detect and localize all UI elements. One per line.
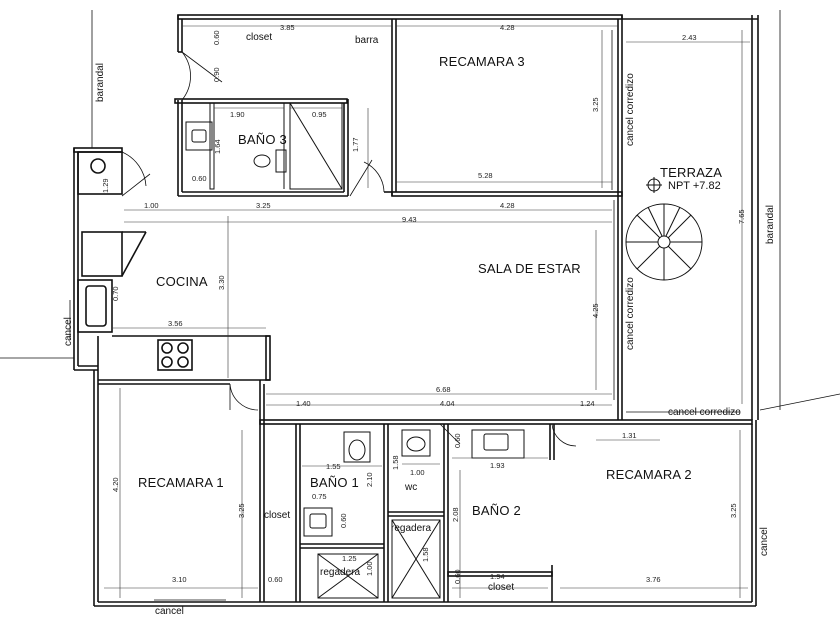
- dim-label: 0.60: [339, 513, 348, 528]
- dim-label: 0.70: [111, 286, 120, 301]
- cancel-label-bottom: cancel: [155, 606, 184, 617]
- dim-label: 1.00: [365, 561, 374, 576]
- doors: [121, 51, 577, 447]
- regadera-label-bano1: regadera: [320, 567, 361, 578]
- dim-label: 2.08: [451, 507, 460, 522]
- dim-label: 1.00: [144, 201, 159, 210]
- cancel-corredizo-label-1: cancel corredizo: [625, 73, 636, 146]
- dim-label: 0.60: [268, 575, 283, 584]
- dim-label: 4.04: [440, 399, 455, 408]
- dim-label: 0.90: [212, 67, 221, 82]
- barandal-label-left: barandal: [95, 63, 106, 102]
- cancel-label-left: cancel: [63, 317, 74, 346]
- dim-label: 1.25: [342, 554, 357, 563]
- level-label: NPT +7.82: [668, 180, 721, 192]
- regadera-label-bano2: regadera: [391, 523, 432, 534]
- room-label-bano2: BAÑO 2: [472, 503, 521, 518]
- dim-label: 9.43: [402, 215, 417, 224]
- dim-label: 7.65: [737, 209, 746, 224]
- bano1-fixtures: [303, 431, 379, 599]
- dim-label: 2.10: [365, 472, 374, 487]
- dim-label: 4.25: [591, 303, 600, 318]
- dim-label: 1.90: [230, 110, 245, 119]
- dim-label: 3.85: [280, 23, 295, 32]
- barandal-label-right: barandal: [765, 205, 776, 244]
- cancel-corredizo-label-2: cancel corredizo: [625, 277, 636, 350]
- dim-label: 1.40: [296, 399, 311, 408]
- dim-label: 3.30: [217, 275, 226, 290]
- room-label-cocina: COCINA: [156, 274, 208, 289]
- dim-label: 1.55: [326, 462, 341, 471]
- dim-label: 1.58: [391, 455, 400, 470]
- wc-label: wc: [405, 482, 418, 493]
- dim-label: 1.24: [580, 399, 595, 408]
- cancel-corredizo-label-3: cancel corredizo: [668, 407, 741, 418]
- dim-label: 5.28: [478, 171, 493, 180]
- dim-label: 1.77: [351, 137, 360, 152]
- sliding-doors: [69, 30, 740, 601]
- closet-label-recamara1: closet: [264, 510, 291, 521]
- dim-label: 1.31: [622, 431, 637, 440]
- dim-label: 1.93: [490, 461, 505, 470]
- closet-label-bano2: closet: [488, 582, 515, 593]
- dim-label: 0.75: [312, 492, 327, 501]
- bano3-fixtures: [185, 102, 343, 190]
- closet-label-top: closet: [246, 32, 273, 43]
- room-label-recamara1: RECAMARA 1: [138, 475, 224, 490]
- barra-label: barra: [355, 35, 379, 46]
- dim-label: 6.68: [436, 385, 451, 394]
- bano2-fixtures: [391, 429, 525, 599]
- dim-label: 2.43: [682, 33, 697, 42]
- dim-label: 1.29: [101, 178, 110, 193]
- dim-label: 3.25: [729, 503, 738, 518]
- dim-label: 1.00: [410, 468, 425, 477]
- dim-label: 0.60: [212, 30, 221, 45]
- level-marker: [646, 177, 662, 193]
- dim-label: 1.58: [421, 547, 430, 562]
- exterior-walls: [73, 14, 759, 607]
- dim-label: 0.95: [312, 110, 327, 119]
- dim-label: 3.25: [256, 201, 271, 210]
- site-line-2: [759, 393, 840, 411]
- dim-label: 3.76: [646, 575, 661, 584]
- dim-label: 3.25: [591, 97, 600, 112]
- dim-label: 1.64: [213, 139, 222, 154]
- dim-label: 0.60: [192, 174, 207, 183]
- room-label-bano3: BAÑO 3: [238, 132, 287, 147]
- room-label-sala: SALA DE ESTAR: [478, 261, 581, 276]
- dim-label: 3.56: [168, 319, 183, 328]
- dim-label: 4.28: [500, 201, 515, 210]
- dim-label: 1.94: [490, 572, 505, 581]
- dimension-lines: [104, 25, 750, 598]
- dim-label: 4.20: [111, 477, 120, 492]
- dim-label: 4.28: [500, 23, 515, 32]
- room-label-terraza: TERRAZA: [660, 165, 723, 180]
- cancel-label-right: cancel: [759, 527, 770, 556]
- room-label-recamara2: RECAMARA 2: [606, 467, 692, 482]
- spiral-staircase: [625, 203, 703, 281]
- dim-label: 0.60: [453, 569, 462, 584]
- room-label-bano1: BAÑO 1: [310, 475, 359, 490]
- dim-label: 0.60: [453, 433, 462, 448]
- dim-label: 3.25: [237, 503, 246, 518]
- dim-label: 3.10: [172, 575, 187, 584]
- room-label-recamara3: RECAMARA 3: [439, 54, 525, 69]
